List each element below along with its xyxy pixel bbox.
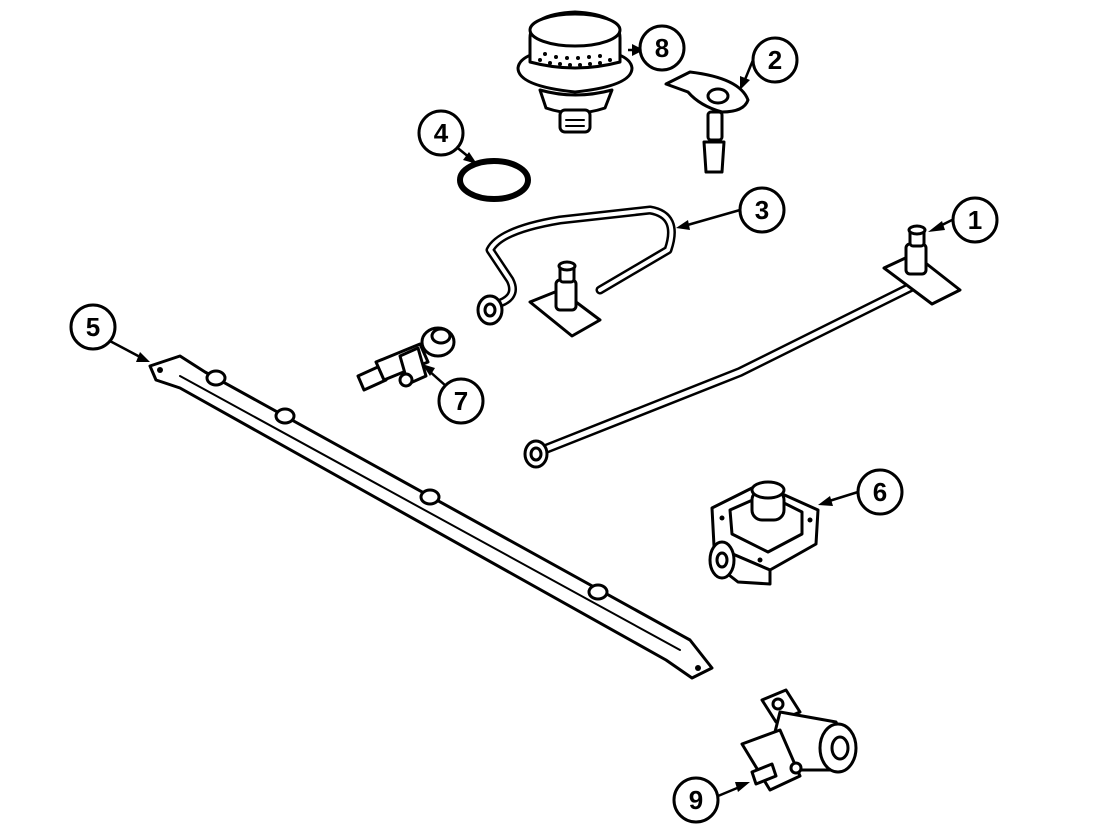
callout-6: 6	[818, 468, 904, 516]
part-3-tube-assembly	[476, 205, 676, 338]
part-4-o-ring	[457, 158, 531, 202]
callout-5: 5	[69, 303, 150, 362]
callout-8-label: 8	[655, 33, 669, 63]
part-7-orifice-fitting	[356, 326, 456, 392]
callout-3: 3	[676, 186, 786, 234]
callout-8: 8	[628, 24, 686, 72]
callout-1-label: 1	[968, 205, 982, 235]
callout-3-label: 3	[755, 195, 769, 225]
callout-4-label: 4	[434, 118, 449, 148]
callout-4: 4	[417, 109, 477, 164]
part-1-manifold-tube	[523, 224, 962, 469]
callout-2: 2	[740, 36, 799, 90]
callout-7-label: 7	[454, 386, 468, 416]
part-6-regulator	[708, 480, 820, 586]
callout-9-label: 9	[689, 785, 703, 815]
callout-9: 9	[672, 776, 750, 824]
callout-1: 1	[928, 196, 999, 244]
part-2-igniter	[664, 70, 750, 174]
callout-2-label: 2	[768, 45, 782, 75]
callout-7: 7	[422, 364, 485, 425]
callout-6-label: 6	[873, 477, 887, 507]
part-9-valve	[740, 688, 858, 792]
part-8-burner	[516, 10, 634, 134]
part-5-mounting-bar	[148, 354, 714, 680]
callout-5-label: 5	[86, 312, 100, 342]
